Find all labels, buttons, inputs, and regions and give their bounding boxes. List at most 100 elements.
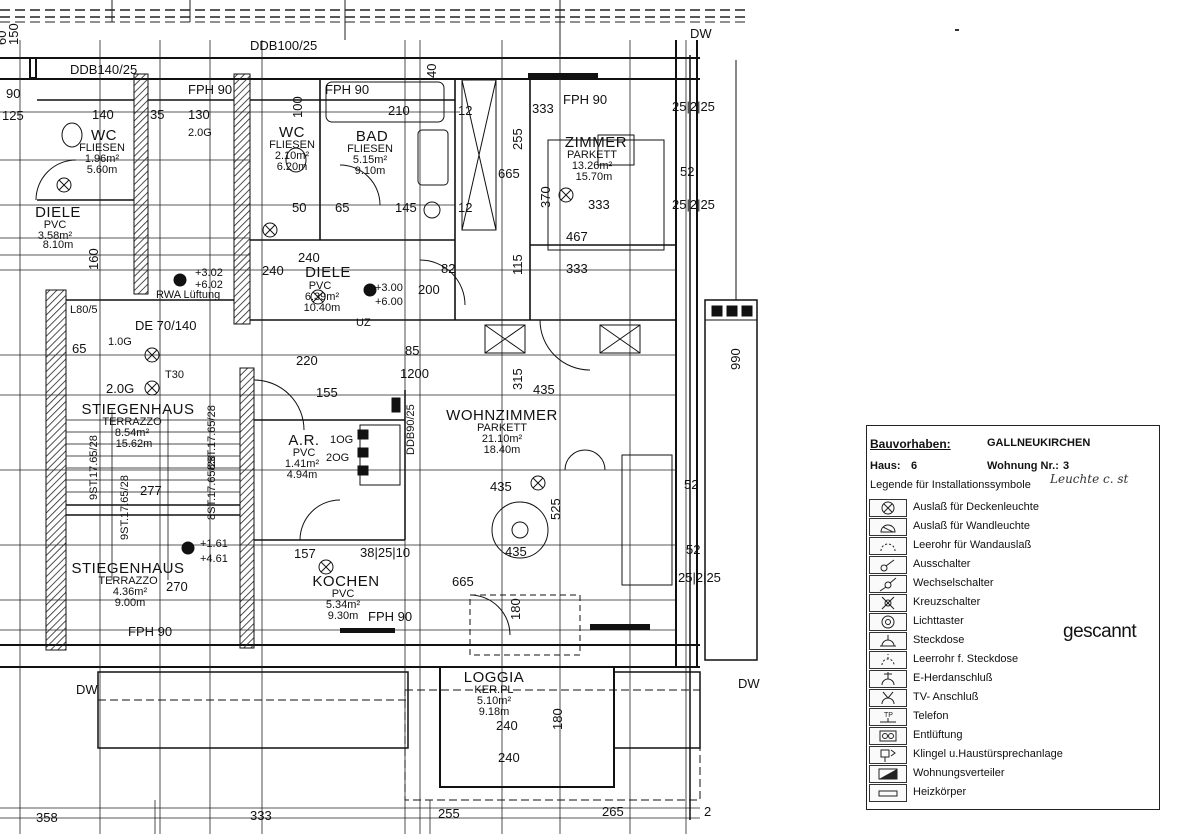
- svg-text:52: 52: [680, 164, 694, 179]
- distribution-board-icon: [869, 765, 907, 783]
- svg-text:DE 70/140: DE 70/140: [135, 318, 196, 333]
- legend-item-switch: Ausschalter: [867, 556, 1159, 574]
- legend-item-ventilation: Entlüftung: [867, 727, 1159, 745]
- svg-text:TERRAZZO: TERRAZZO: [98, 575, 158, 587]
- legend-label: Lichttaster: [913, 615, 964, 627]
- legend-label: Heizkörper: [913, 786, 967, 798]
- room-ar: A.R. PVC 1.41m² 4.94m: [285, 432, 320, 481]
- legend-item-distribution: Wohnungsverteiler: [867, 765, 1159, 783]
- svg-text:665: 665: [452, 574, 474, 589]
- svg-text:FPH 90: FPH 90: [563, 92, 607, 107]
- svg-text:9.30m: 9.30m: [328, 610, 359, 622]
- svg-text:PVC: PVC: [332, 588, 355, 600]
- svg-text:60: 60: [0, 31, 9, 45]
- svg-text:370: 370: [538, 186, 553, 208]
- svg-text:1.41m²: 1.41m²: [285, 458, 320, 470]
- legend-item-tv: TV- Anschluß: [867, 689, 1159, 707]
- svg-text:5.15m²: 5.15m²: [353, 154, 388, 166]
- legend-item-stove: E-Herdanschluß: [867, 670, 1159, 688]
- svg-text:STIEGENHAUS: STIEGENHAUS: [81, 401, 194, 418]
- svg-text:240: 240: [496, 718, 518, 733]
- svg-text:200: 200: [418, 282, 440, 297]
- room-kochen: KOCHEN PVC 5.34m² 9.30m: [312, 573, 379, 622]
- svg-text:DW: DW: [76, 682, 98, 697]
- svg-text:PVC: PVC: [309, 280, 332, 292]
- svg-text:DDB140/25: DDB140/25: [70, 62, 137, 77]
- legend-label: Ausschalter: [913, 558, 971, 570]
- svg-text:467: 467: [566, 229, 588, 244]
- stair-treads: [66, 410, 240, 580]
- legend-subtitle: Legende für Installationssymbole: [870, 479, 1031, 491]
- legend-item-conduit-socket: Leerrohr f. Steckdose: [867, 651, 1159, 669]
- exterior-walls: [0, 40, 700, 668]
- stove-connection-icon: [869, 670, 907, 688]
- scanned-stamp: gescannt: [1063, 621, 1137, 642]
- svg-text:6.39m²: 6.39m²: [305, 291, 340, 303]
- svg-text:15.62m: 15.62m: [116, 438, 153, 450]
- svg-text:358: 358: [36, 810, 58, 825]
- svg-text:435: 435: [505, 544, 527, 559]
- svg-text:315: 315: [510, 368, 525, 390]
- svg-text:FPH 90: FPH 90: [325, 82, 369, 97]
- legend-label: TV- Anschluß: [913, 691, 979, 703]
- svg-text:WC: WC: [279, 124, 305, 141]
- conduit-wall-icon: [869, 537, 907, 555]
- svg-text:BAD: BAD: [356, 128, 388, 145]
- legend-label: E-Herdanschluß: [913, 672, 993, 684]
- svg-text:3.58m²: 3.58m²: [38, 230, 73, 242]
- svg-text:150: 150: [6, 23, 21, 45]
- cross-switch-icon: [869, 594, 907, 612]
- svg-text:9.10m: 9.10m: [355, 165, 386, 177]
- svg-text:155: 155: [316, 385, 338, 400]
- svg-text:8ST.17.65/28: 8ST.17.65/28: [206, 455, 218, 520]
- legend-item-cross-switch: Kreuzschalter: [867, 594, 1159, 612]
- svg-text:DIELE: DIELE: [35, 204, 81, 221]
- svg-text:82: 82: [441, 261, 455, 276]
- svg-text:8.54m²: 8.54m²: [115, 427, 150, 439]
- dimension-numbers: 140 130 35 210 333 665 333 467 333 25|2|…: [0, 23, 743, 825]
- svg-text:DDB90/25: DDB90/25: [405, 404, 417, 455]
- svg-text:FPH 90: FPH 90: [128, 624, 172, 639]
- room-diele-2: DIELE PVC 6.39m² 10.40m: [304, 264, 351, 314]
- svg-text:180: 180: [508, 598, 523, 620]
- svg-text:18.40m: 18.40m: [484, 444, 521, 456]
- legend-label: Leerrohr f. Steckdose: [913, 653, 1019, 665]
- legend-label: Wohnungsverteiler: [913, 767, 1005, 779]
- svg-text:435: 435: [533, 382, 555, 397]
- svg-text:990: 990: [728, 348, 743, 370]
- house-label: Haus:: [870, 460, 901, 472]
- svg-text:65: 65: [72, 341, 86, 356]
- room-wohnzimmer: WOHNZIMMER PARKETT 21.10m² 18.40m: [446, 407, 557, 456]
- dimension-lines: [0, 40, 700, 834]
- svg-text:25|2|25: 25|2|25: [672, 99, 715, 114]
- svg-text:38|25|10: 38|25|10: [360, 545, 410, 560]
- svg-text:65: 65: [335, 200, 349, 215]
- svg-text:4.36m²: 4.36m²: [113, 586, 148, 598]
- svg-text:125: 125: [2, 108, 24, 123]
- svg-text:2.10m²: 2.10m²: [275, 150, 310, 162]
- svg-text:210: 210: [388, 103, 410, 118]
- svg-text:255: 255: [510, 128, 525, 150]
- svg-text:UZ: UZ: [356, 317, 371, 329]
- svg-text:9.00m: 9.00m: [115, 597, 146, 609]
- legend-label: Entlüftung: [913, 729, 963, 741]
- room-bad: BAD FLIESEN 5.15m² 9.10m: [347, 128, 393, 177]
- svg-text:+4.61: +4.61: [200, 553, 228, 565]
- svg-text:+3.00: +3.00: [375, 282, 403, 294]
- svg-text:5.10m²: 5.10m²: [477, 695, 512, 707]
- svg-text:333: 333: [588, 197, 610, 212]
- svg-text:DDB100/25: DDB100/25: [250, 38, 317, 53]
- svg-text:DW: DW: [690, 26, 712, 41]
- legend-label: Kreuzschalter: [913, 596, 981, 608]
- svg-text:PVC: PVC: [44, 219, 67, 231]
- unit-label: Wohnung Nr.:: [987, 460, 1059, 472]
- svg-text:220: 220: [296, 353, 318, 368]
- svg-text:240: 240: [298, 250, 320, 265]
- svg-text:40: 40: [424, 64, 439, 78]
- svg-text:FLIESEN: FLIESEN: [347, 143, 393, 155]
- door-swings: [35, 159, 591, 636]
- legend-label: Klingel u.Haustürsprechanlage: [913, 748, 1063, 760]
- switch-icon: [869, 556, 907, 574]
- two-way-switch-icon: [869, 575, 907, 593]
- svg-text:LOGGIA: LOGGIA: [464, 669, 525, 686]
